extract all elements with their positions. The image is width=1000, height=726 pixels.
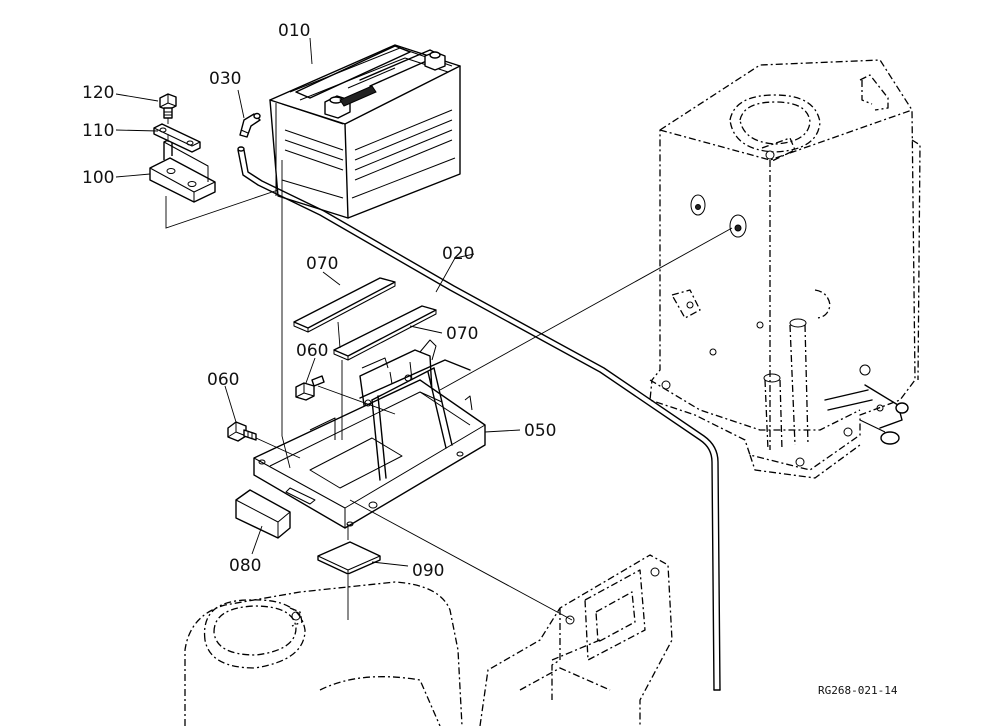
assembly-lines xyxy=(165,118,733,621)
clamp-bracket xyxy=(149,137,216,203)
fuel-tank-outline xyxy=(184,581,463,726)
label-120: 120 xyxy=(82,83,114,103)
vent-tube xyxy=(237,146,721,691)
label-090: 090 xyxy=(412,561,444,581)
battery-tray xyxy=(253,339,486,529)
reservoir-tank-outline xyxy=(649,59,921,479)
battery xyxy=(269,44,461,219)
rubber-block xyxy=(235,489,291,539)
label-110: 110 xyxy=(82,121,114,141)
label-050: 050 xyxy=(524,421,556,441)
vent-elbow xyxy=(239,112,261,138)
clamp-bolt xyxy=(159,93,177,119)
label-070-lower: 070 xyxy=(446,324,478,344)
label-070-upper: 070 xyxy=(306,254,338,274)
leader-lines xyxy=(115,37,521,567)
reference-code: RG268-021-14 xyxy=(818,684,898,697)
pad-upper xyxy=(293,277,396,333)
label-010: 010 xyxy=(278,21,310,41)
label-060-upper: 060 xyxy=(296,341,328,361)
frame-bracket-outline xyxy=(479,554,673,726)
pad-lower xyxy=(333,305,437,361)
bolt-lower xyxy=(227,421,257,442)
label-020: 020 xyxy=(442,244,474,264)
bolt-upper xyxy=(295,375,325,401)
label-060-lower: 060 xyxy=(207,370,239,390)
label-080: 080 xyxy=(229,556,261,576)
clamp-plate xyxy=(153,123,201,153)
part-labels: 010 020 030 050 060 060 070 070 080 090 … xyxy=(82,21,898,697)
label-030: 030 xyxy=(209,69,241,89)
label-100: 100 xyxy=(82,168,114,188)
square-pad xyxy=(317,541,381,575)
